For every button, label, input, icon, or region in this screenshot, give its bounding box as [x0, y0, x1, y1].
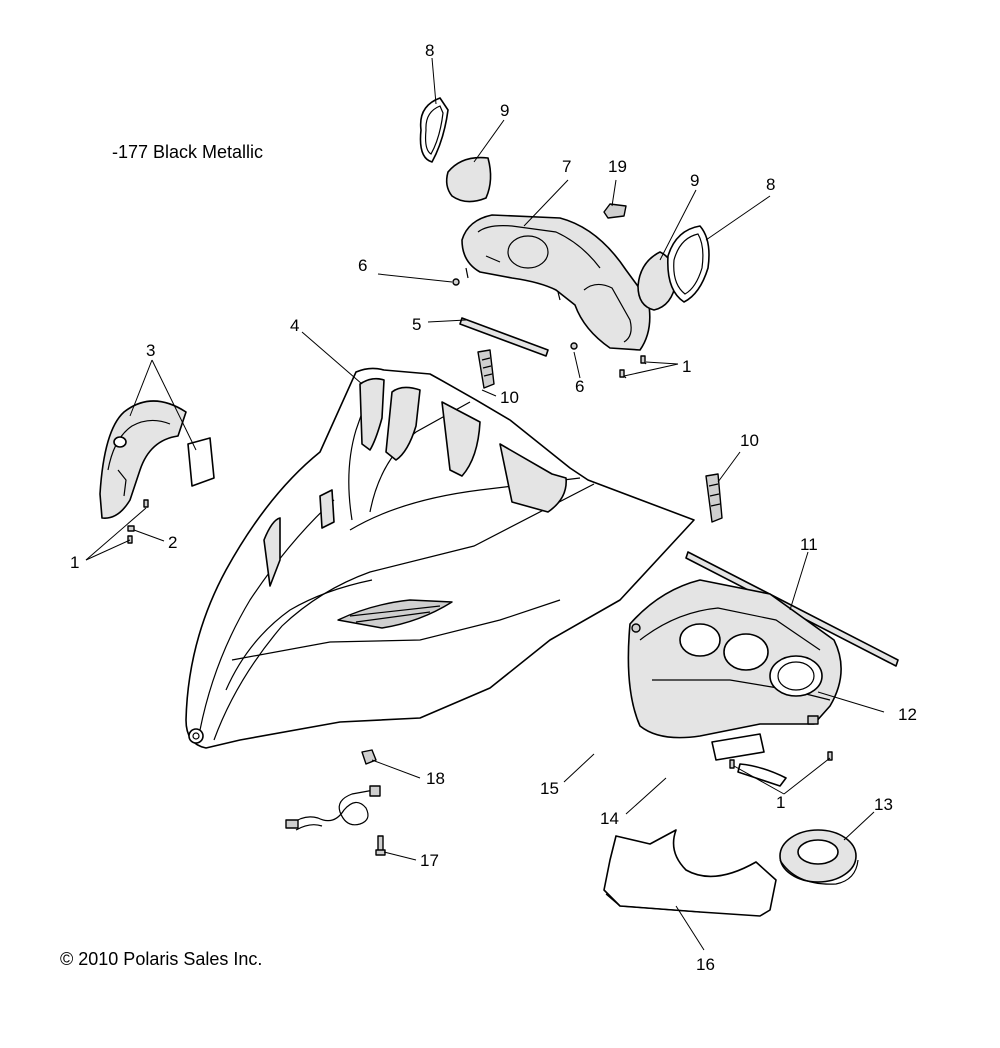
callout-6: 6: [358, 256, 367, 275]
part-8-right-bezel: [667, 225, 710, 303]
callout-12: 12: [898, 705, 917, 724]
color-note: -177 Black Metallic: [112, 142, 263, 162]
callout-11: 11: [800, 535, 818, 554]
part-16-pad: [603, 829, 777, 917]
callout-labels: 8 9 7 19 9 8 6 5 4 3 10 6 1 10 2 1 11 12…: [70, 41, 917, 974]
part-14-decal: [737, 763, 787, 787]
part-10-clip-left: [477, 349, 495, 389]
callout-6: 6: [575, 377, 584, 396]
part-8-left-bezel: [419, 97, 449, 163]
part-10-clip-right: [705, 473, 723, 523]
part-18-nut: [361, 749, 377, 765]
callout-17: 17: [420, 851, 439, 870]
callout-13: 13: [874, 795, 893, 814]
part-5-trim-strip: [459, 317, 549, 357]
part-1-fasteners-upper: [619, 355, 647, 379]
part-1-fasteners-left: [127, 499, 149, 544]
part-3-decal: [187, 437, 215, 487]
callout-10: 10: [740, 431, 759, 450]
part-6-pin-left: [452, 278, 460, 286]
part-7-headlight-housing: [461, 214, 651, 351]
callout-3: 3: [146, 341, 155, 360]
wiring-harness: [285, 785, 381, 831]
callout-2: 2: [168, 533, 177, 552]
part-6-pin-right: [570, 342, 578, 350]
part-13-foam-ring: [779, 829, 859, 885]
callout-10: 10: [500, 388, 519, 407]
callout-16: 16: [696, 955, 715, 974]
callout-1: 1: [776, 793, 785, 812]
callout-18: 18: [426, 769, 445, 788]
callout-9: 9: [500, 101, 509, 120]
callout-4: 4: [290, 316, 299, 335]
copyright-note: © 2010 Polaris Sales Inc.: [60, 949, 262, 969]
callout-1: 1: [682, 357, 691, 376]
part-15-decal: [711, 733, 765, 761]
callout-1: 1: [70, 553, 79, 572]
part-17-bolt: [375, 835, 386, 856]
callout-14: 14: [600, 809, 619, 828]
callout-8: 8: [766, 175, 775, 194]
callout-8: 8: [425, 41, 434, 60]
callout-19: 19: [608, 157, 627, 176]
part-1-fasteners-lower: [729, 751, 833, 769]
part-3-side-mirror: [99, 400, 187, 519]
callout-7: 7: [562, 157, 571, 176]
callout-5: 5: [412, 315, 421, 334]
part-12-console: [627, 579, 842, 739]
callout-9: 9: [690, 171, 699, 190]
leader-lines: [85, 57, 885, 951]
part-4-hood: [185, 367, 695, 749]
callout-15: 15: [540, 779, 559, 798]
part-9-left-lens: [445, 156, 492, 203]
part-19-grommet: [603, 203, 627, 219]
part-2-screw: [127, 525, 135, 532]
